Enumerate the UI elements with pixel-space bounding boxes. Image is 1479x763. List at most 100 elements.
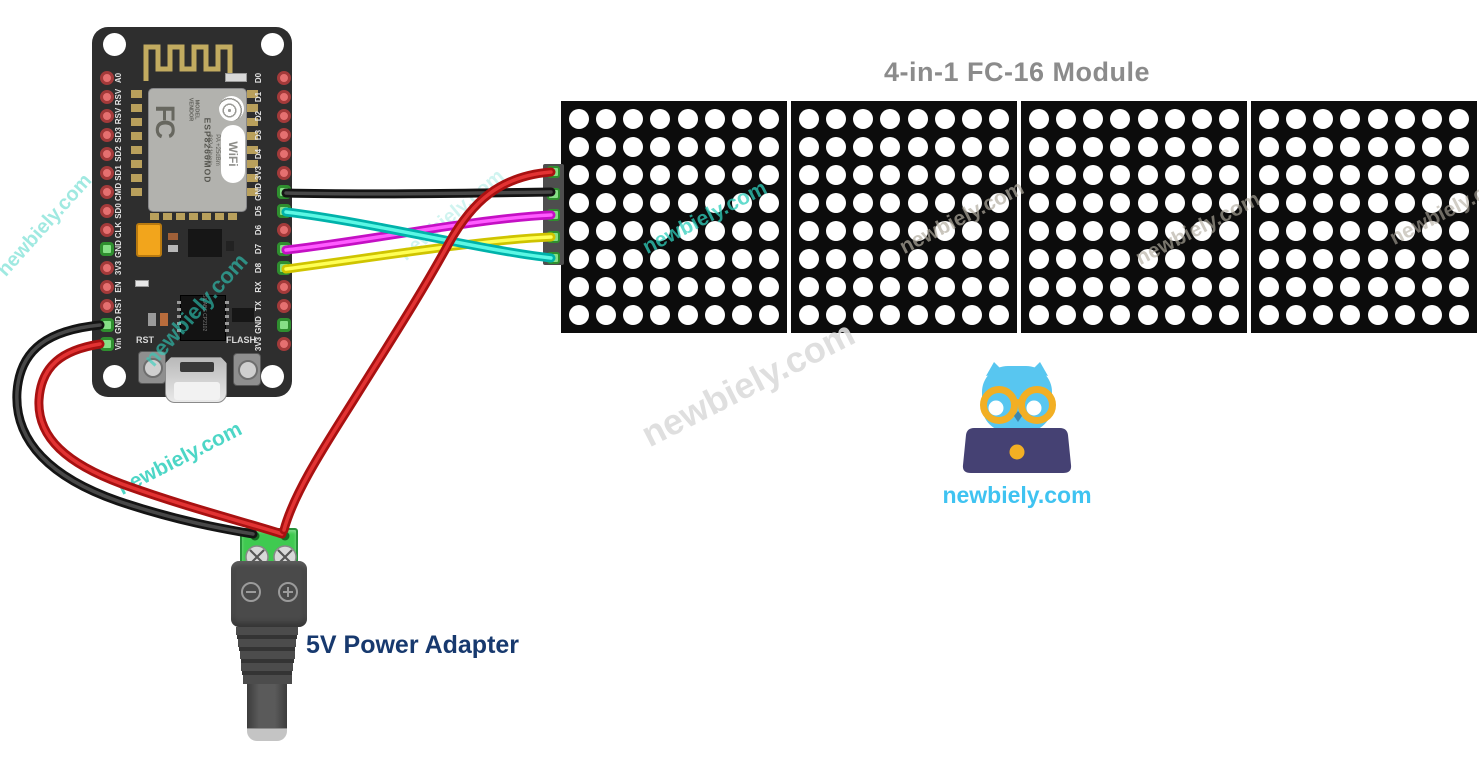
matrix-dot (798, 249, 819, 269)
adapter-rib (237, 635, 297, 639)
matrix-dot (650, 193, 671, 213)
matrix-dot (989, 109, 1010, 129)
matrix-dot (825, 109, 846, 129)
pin-right-d7-9 (277, 242, 291, 256)
matrix-dot (798, 165, 819, 185)
adapter-barrel (247, 684, 287, 728)
pin-left-3v3-10 (100, 261, 114, 275)
matrix-dot (595, 305, 616, 325)
matrix-dot (1449, 221, 1470, 241)
matrix-dot (962, 305, 983, 325)
matrix-dot (1394, 249, 1415, 269)
matrix-dot (1219, 165, 1240, 185)
matrix-dot (650, 249, 671, 269)
adapter-rib (242, 671, 292, 675)
matrix-dot (650, 137, 671, 157)
solder-pad (215, 213, 224, 220)
mounting-hole (261, 33, 284, 56)
adapter-rib (241, 663, 293, 671)
adapter-rib (238, 639, 296, 647)
solder-pad (176, 213, 185, 220)
micro-usb-port (165, 357, 227, 403)
diagram-title: 4-in-1 FC-16 Module (883, 57, 1150, 87)
solder-pad (131, 174, 142, 182)
watermark-text: newbiely.com (394, 165, 509, 266)
matrix-dot (1137, 277, 1158, 297)
matrix-dot (880, 109, 901, 129)
matrix-dot (1137, 193, 1158, 213)
matrix-dot (1137, 137, 1158, 157)
matrix-dot (1422, 109, 1443, 129)
matrix-dot (650, 221, 671, 241)
matrix-dot (1367, 221, 1388, 241)
matrix-dot (989, 137, 1010, 157)
matrix-dot (1422, 277, 1443, 297)
matrix-dot (1055, 249, 1076, 269)
matrix-dot (798, 137, 819, 157)
matrix-dot (1192, 305, 1213, 325)
matrix-dot (1028, 221, 1049, 241)
matrix-dot (934, 109, 955, 129)
matrix-dot (1028, 277, 1049, 297)
solder-pad (163, 213, 172, 220)
adapter-plug-body (231, 561, 307, 627)
matrix-dot (1219, 109, 1240, 129)
matrix-dot (677, 305, 698, 325)
matrix-dot (1422, 249, 1443, 269)
matrix-dot (623, 221, 644, 241)
smd-component (226, 241, 234, 251)
rst-button (138, 351, 166, 384)
connector-pin-0 (547, 166, 560, 178)
matrix-dot (1192, 109, 1213, 129)
esp8266-nodemcu-board: FC MODEL VENDOR ESP8266MOD ISM 2.4GHz PA… (92, 27, 292, 403)
matrix-dot (704, 277, 725, 297)
matrix-dot (1164, 165, 1185, 185)
matrix-dot (1192, 249, 1213, 269)
matrix-dot (732, 277, 753, 297)
matrix-dot (1055, 137, 1076, 157)
solder-pad (247, 90, 258, 98)
matrix-dot (650, 165, 671, 185)
matrix-dot (853, 165, 874, 185)
matrix-panel-1 (561, 101, 787, 333)
matrix-dot (1449, 249, 1470, 269)
matrix-dot (962, 221, 983, 241)
matrix-dot (759, 305, 780, 325)
matrix-dot (1055, 221, 1076, 241)
matrix-dot (825, 193, 846, 213)
matrix-dot (1083, 193, 1104, 213)
pin-left-rsv-1 (100, 90, 114, 104)
matrix-dot (853, 277, 874, 297)
matrix-dot (1028, 109, 1049, 129)
matrix-dot (989, 249, 1010, 269)
matrix-dot (704, 137, 725, 157)
matrix-dot (704, 305, 725, 325)
matrix-dot (1367, 277, 1388, 297)
voltage-regulator (188, 229, 222, 257)
matrix-dot (1367, 165, 1388, 185)
matrix-dot (1219, 277, 1240, 297)
matrix-dot (759, 193, 780, 213)
module-maker-text: MODEL VENDOR (187, 88, 200, 132)
matrix-dot (1137, 305, 1158, 325)
matrix-dot (1340, 221, 1361, 241)
matrix-dot (1340, 165, 1361, 185)
pin-label-right-14: 3V3 (254, 336, 263, 352)
pin-right-gnd-6 (277, 185, 291, 199)
matrix-dot (595, 193, 616, 213)
matrix-dot (1083, 221, 1104, 241)
matrix-dot (1422, 193, 1443, 213)
capacitor (168, 245, 178, 252)
matrix-dot (825, 277, 846, 297)
matrix-dot (962, 165, 983, 185)
solder-pad (189, 213, 198, 220)
matrix-dot (623, 165, 644, 185)
matrix-dot (677, 249, 698, 269)
matrix-dot (1285, 221, 1306, 241)
solder-pad (247, 104, 258, 112)
mounting-hole (103, 365, 126, 388)
fcc-logo: FC (150, 105, 180, 137)
pin-left-sd3-3 (100, 128, 114, 142)
matrix-dot (1340, 277, 1361, 297)
pin-right-3v3-5 (277, 166, 291, 180)
